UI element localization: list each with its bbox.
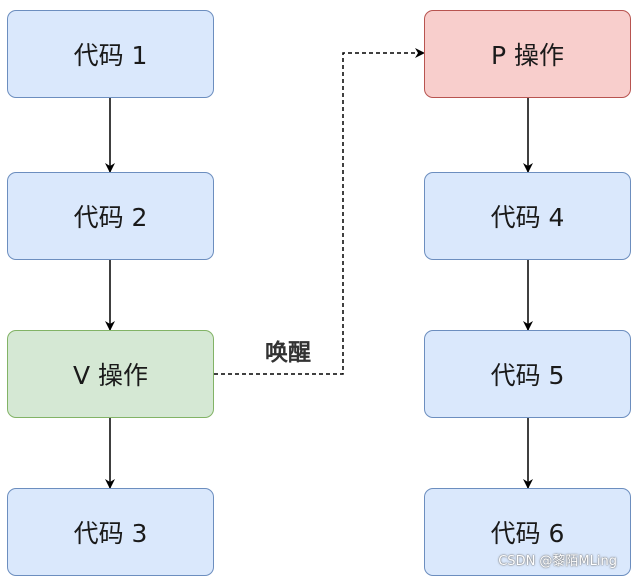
wake-edge-label: 唤醒 [265, 340, 311, 366]
node-v-operation: V 操作 [7, 330, 214, 418]
node-code-3: 代码 3 [7, 488, 214, 576]
node-code-6: 代码 6 [424, 488, 631, 576]
node-code-1: 代码 1 [7, 10, 214, 98]
node-p-operation: P 操作 [424, 10, 631, 98]
wake-dashed-connector [214, 48, 425, 375]
node-code-2: 代码 2 [7, 172, 214, 260]
node-code-5: 代码 5 [424, 330, 631, 418]
watermark: CSDN @黎陌MLing [498, 554, 617, 569]
node-code-4: 代码 4 [424, 172, 631, 260]
